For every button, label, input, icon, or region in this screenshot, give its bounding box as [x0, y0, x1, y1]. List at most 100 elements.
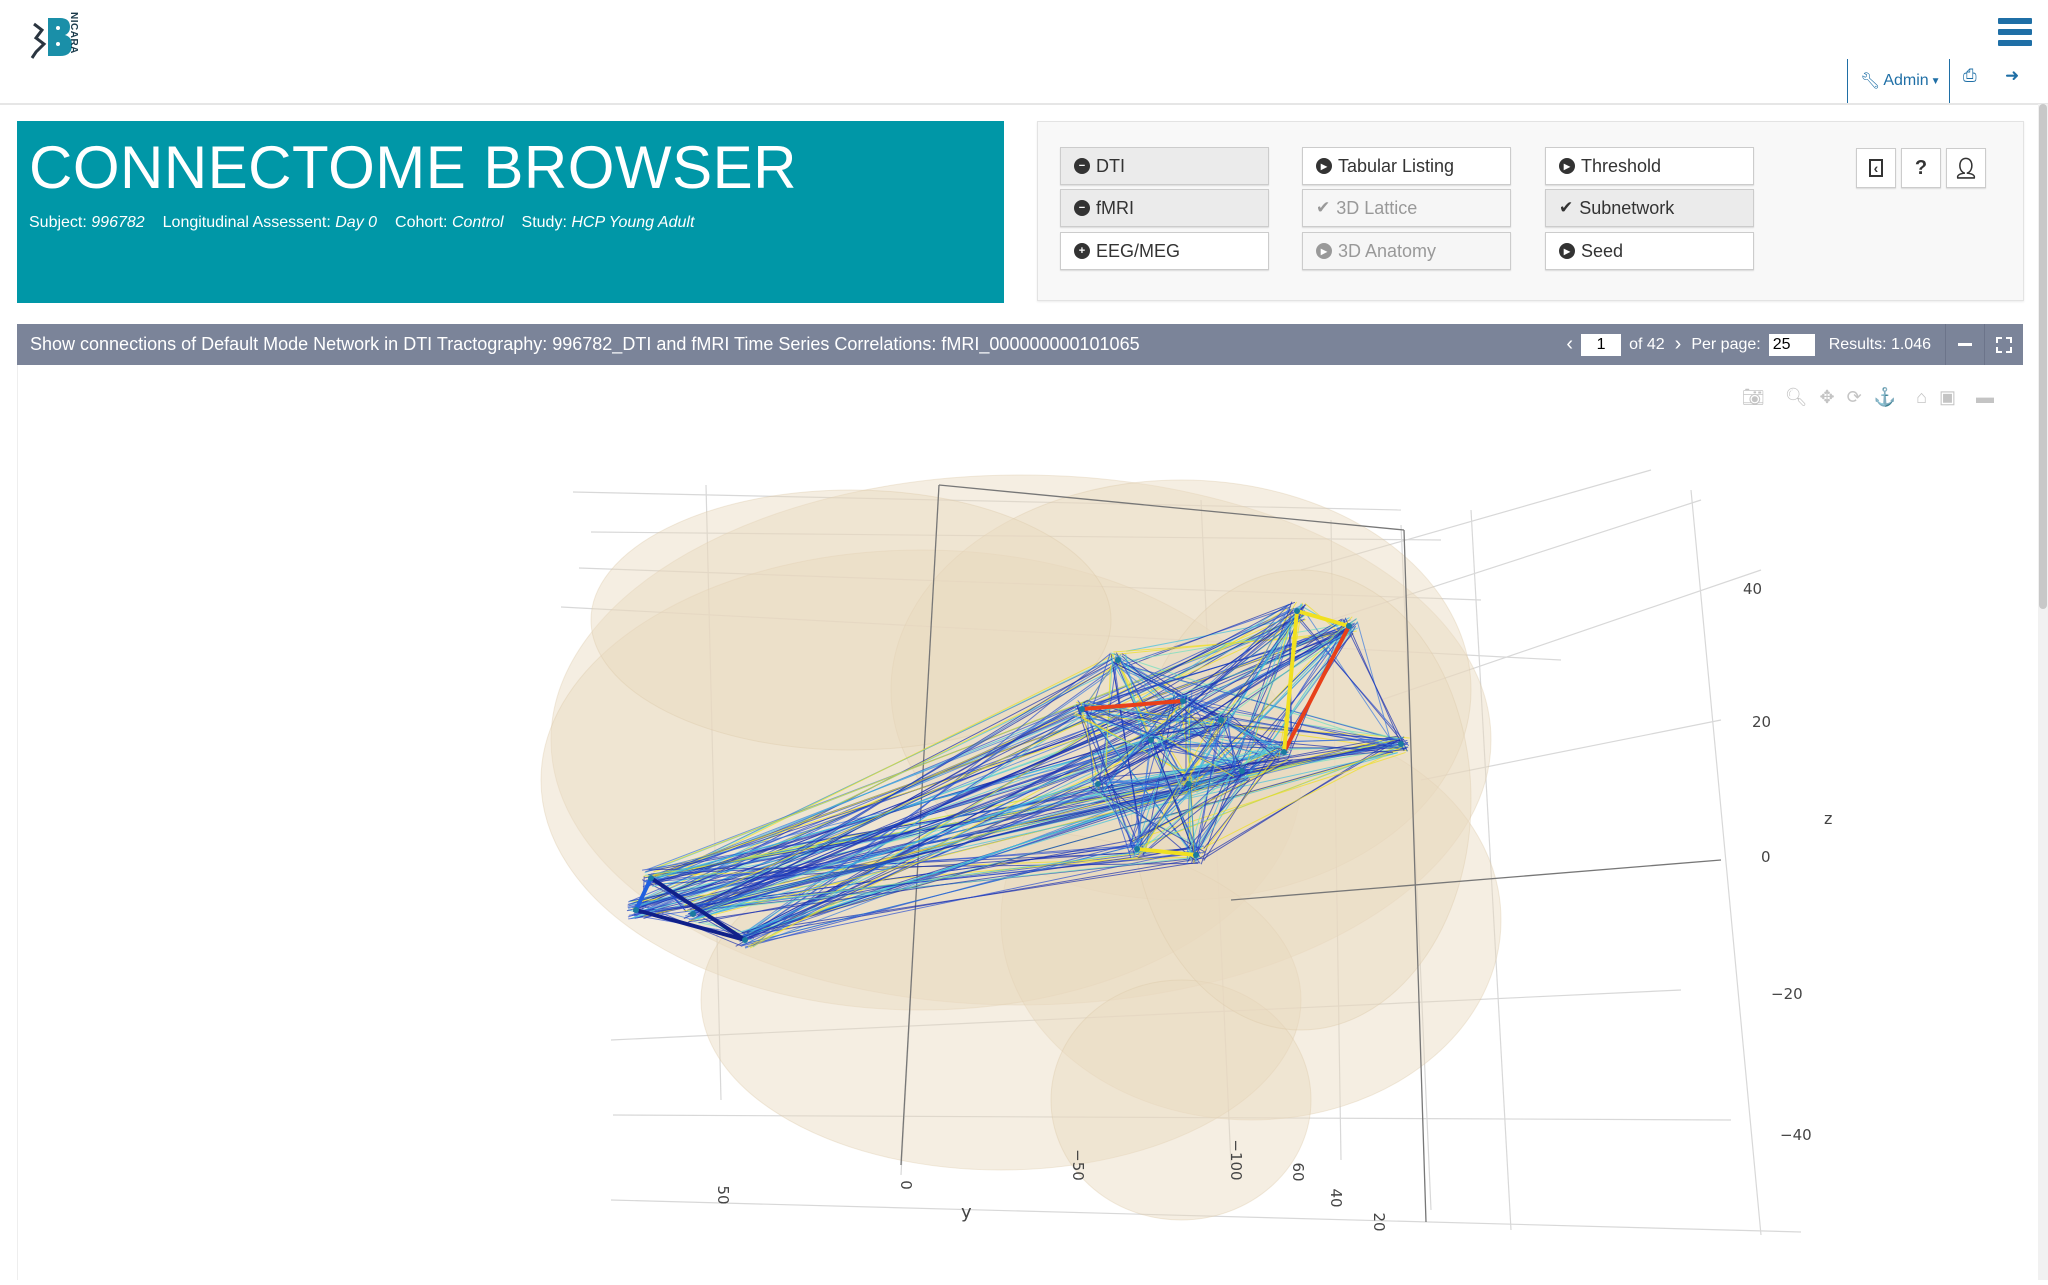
orbit-rotate-icon[interactable]: ⟳	[1847, 387, 1862, 408]
button-label: Subnetwork	[1579, 198, 1674, 219]
button-threshold[interactable]: ▶ Threshold	[1545, 147, 1754, 185]
network-node	[1239, 768, 1245, 774]
collapse-panel-button[interactable]: ‹	[1856, 148, 1896, 188]
network-node	[1186, 781, 1192, 787]
expand-icon	[1996, 337, 2012, 353]
results-count: Results: 1.046	[1829, 336, 1931, 354]
network-node	[690, 911, 696, 917]
grid-line	[1691, 490, 1761, 1235]
button-label: Seed	[1581, 241, 1623, 262]
network-node	[1095, 781, 1101, 787]
control-panel: −DTI−fMRI+EEG/MEG▶Tabular Listing✔3D Lat…	[1037, 121, 2024, 301]
network-node	[1134, 846, 1140, 852]
network-node	[1193, 852, 1199, 858]
sign-out-icon[interactable]: ➜	[2005, 66, 2019, 86]
z-axis-title: z	[1824, 809, 1832, 828]
play-circle-icon: ▶	[1316, 158, 1332, 174]
check-icon: ✔	[1559, 198, 1573, 218]
z-tick-label: 20	[1752, 713, 1771, 731]
button-label: 3D Lattice	[1336, 198, 1417, 219]
button-3d-lattice[interactable]: ✔ 3D Lattice	[1302, 189, 1511, 227]
network-node	[1148, 737, 1154, 743]
subject-meta: Subject: 996782 Longitudinal Assessent: …	[29, 214, 694, 232]
scrollbar-thumb[interactable]	[2039, 104, 2047, 609]
video-camera-icon[interactable]: ▣	[1939, 387, 1956, 408]
button-fmri[interactable]: −fMRI	[1060, 189, 1269, 227]
page-scrollbar[interactable]	[2038, 104, 2048, 1280]
x-tick-label: 20	[1370, 1212, 1388, 1231]
hamburger-menu-icon[interactable]	[1998, 18, 2032, 46]
brain-region	[591, 490, 1111, 750]
turntable-icon[interactable]: ⚓	[1874, 387, 1896, 408]
home-icon[interactable]: ⌂	[1916, 387, 1927, 408]
admin-dropdown[interactable]: 🔧︎ Admin ▼	[1847, 59, 1950, 103]
check-icon: ✔	[1316, 198, 1330, 218]
network-node	[1079, 706, 1085, 712]
y-tick-label: −100	[1227, 1139, 1245, 1180]
button-3d-anatomy[interactable]: ▶3D Anatomy	[1302, 232, 1511, 270]
fullscreen-button[interactable]	[1984, 324, 2023, 365]
button-label: EEG/MEG	[1096, 241, 1180, 262]
plot-modebar: 📷︎ 🔍︎ ✥ ⟳ ⚓ ⌂ ▣ ▬	[1742, 387, 1994, 408]
network-node	[1346, 623, 1352, 629]
network-node	[1281, 749, 1287, 755]
assessment-value: Day 0	[335, 214, 377, 231]
collapse-icon: ‹	[1869, 159, 1883, 177]
network-node	[1115, 657, 1121, 663]
minus-circle-icon: −	[1074, 158, 1090, 174]
z-tick-label: 40	[1743, 580, 1762, 598]
network-node	[1180, 698, 1186, 704]
x-tick-label: 60	[1289, 1162, 1307, 1181]
zoom-icon[interactable]: 🔍︎	[1785, 387, 1808, 408]
page-input[interactable]	[1581, 334, 1621, 356]
network-node	[1294, 608, 1300, 614]
user-icon: 👤︎	[1953, 156, 1978, 181]
pan-icon[interactable]: ✥	[1820, 387, 1835, 408]
button-tabular-listing[interactable]: ▶Tabular Listing	[1302, 147, 1511, 185]
minimize-button[interactable]	[1945, 324, 1984, 365]
button-label: fMRI	[1096, 198, 1134, 219]
admin-label: Admin	[1883, 72, 1928, 90]
study-label: Study:	[522, 214, 567, 231]
plus-circle-icon: +	[1074, 243, 1090, 259]
per-page-input[interactable]	[1769, 334, 1815, 356]
y-axis-title: y	[961, 1202, 972, 1223]
button-eeg-meg[interactable]: + EEG/MEG	[1060, 232, 1269, 270]
play-circle-icon: ▶	[1559, 243, 1575, 259]
query-toolbar: Show connections of Default Mode Network…	[17, 324, 2023, 365]
network-node	[742, 937, 748, 943]
prev-page-icon[interactable]: ‹	[1566, 333, 1573, 356]
button-subnetwork[interactable]: ✔ Subnetwork	[1545, 189, 1754, 227]
network-node	[648, 875, 654, 881]
subject-value: 996782	[91, 214, 144, 231]
hover-tag-icon[interactable]: ▬	[1976, 387, 1994, 408]
help-button[interactable]: ?	[1901, 148, 1941, 188]
subject-label: Subject:	[29, 214, 87, 231]
user-button[interactable]: 👤︎	[1946, 148, 1986, 188]
y-tick-label: 0	[897, 1180, 915, 1190]
cohort-value: Control	[452, 214, 504, 231]
print-icon[interactable]: ⎙	[1963, 66, 1977, 86]
logo-text: NICARA	[68, 12, 79, 54]
button-label: 3D Anatomy	[1338, 241, 1436, 262]
network-node	[633, 907, 639, 913]
z-tick-label: −40	[1780, 1126, 1812, 1144]
wrench-icon: 🔧︎	[1860, 71, 1880, 91]
button-label: Threshold	[1581, 156, 1661, 177]
y-tick-label: −50	[1069, 1149, 1087, 1181]
button-seed[interactable]: ▶ Seed	[1545, 232, 1754, 270]
z-tick-label: −20	[1771, 985, 1803, 1003]
cohort-label: Cohort:	[395, 214, 447, 231]
camera-icon[interactable]: 📷︎	[1742, 387, 1765, 408]
page-title: CONNECTOME BROWSER	[29, 133, 797, 202]
query-description: Show connections of Default Mode Network…	[30, 334, 1140, 355]
assessment-label: Longitudinal Assessent:	[163, 214, 331, 231]
button-dti[interactable]: −DTI	[1060, 147, 1269, 185]
network-node	[1218, 717, 1224, 723]
play-circle-icon: ▶	[1559, 158, 1575, 174]
next-page-icon[interactable]: ›	[1675, 333, 1682, 356]
network-node	[1398, 741, 1404, 747]
y-tick-label: 50	[714, 1185, 732, 1204]
